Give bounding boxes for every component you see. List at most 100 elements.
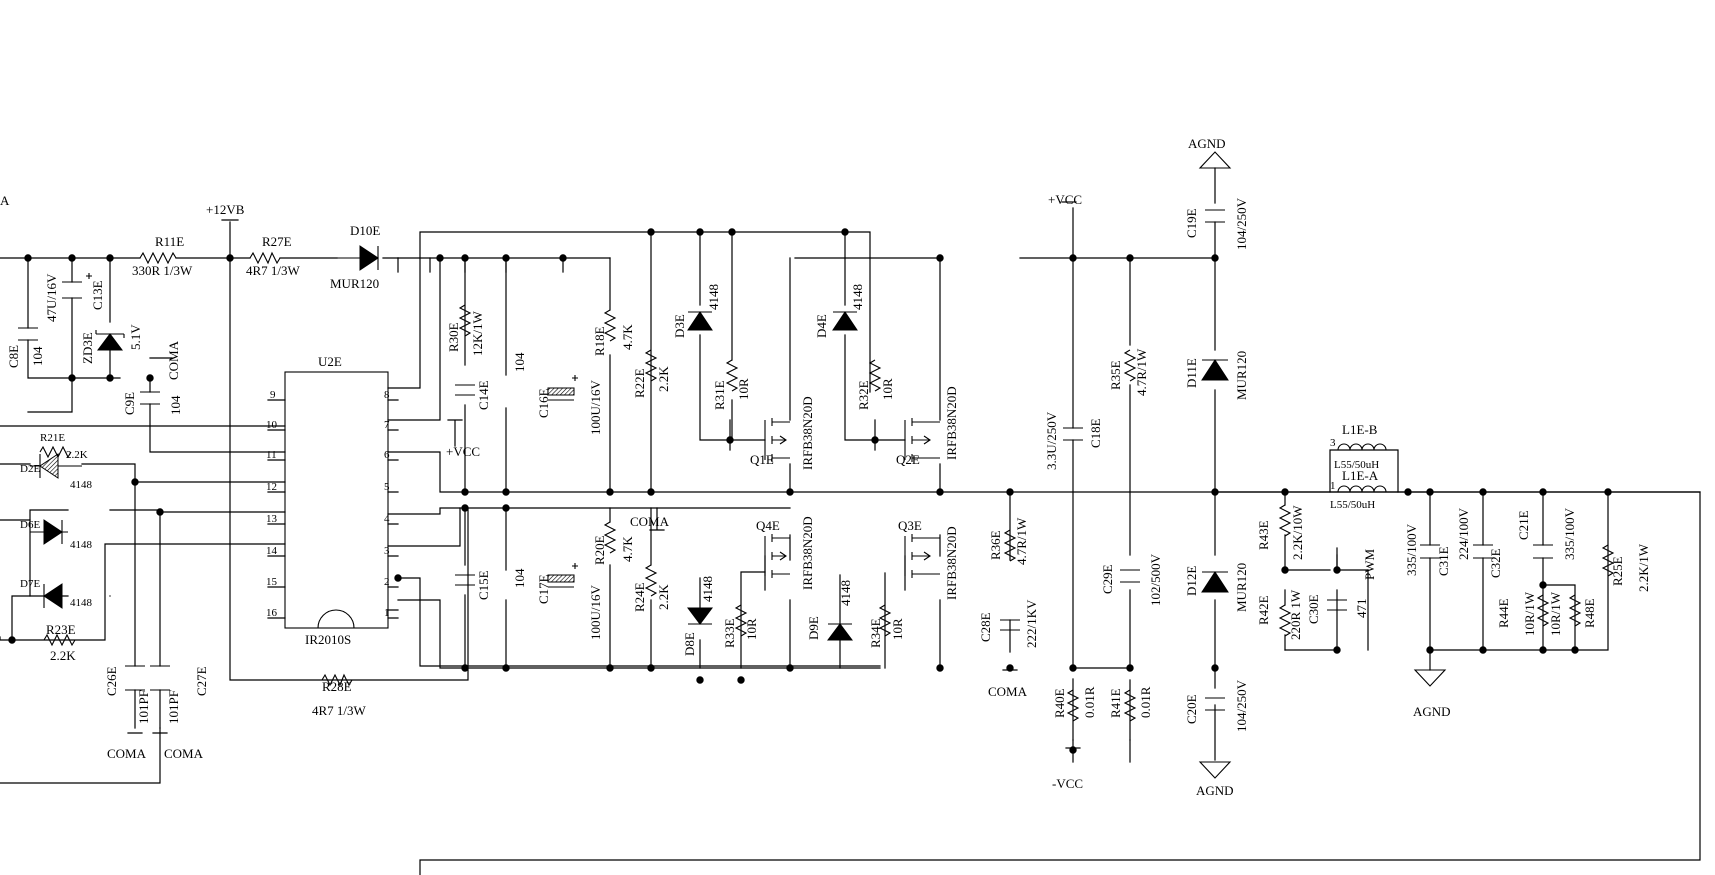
rail-pwm: PWM [1362,549,1377,581]
ref-r35e: R35E [1108,360,1123,390]
ref-c14e: C14E [476,380,491,410]
ref-r34e: R34E [868,618,883,648]
val-l1eb: L55/50uH [1334,459,1379,471]
ref-q1e: Q1E [750,452,774,467]
ref-r30e: R30E [446,322,461,352]
val-r40e: 0.01R [1082,686,1097,718]
val-c29e: 102/500V [1148,553,1163,606]
ic-pin-1: 1 [384,607,390,619]
val-r28e: 4R7 1/3W [312,703,367,718]
ref-c9e: C9E [122,392,137,415]
ref-c28e: C28E [978,612,993,642]
val-r22e: 2.2K [656,366,671,392]
ref-d9e: D9E [806,616,821,640]
val-r23e: 2.2K [50,648,76,663]
val-q3e: IRFB38N20D [944,526,959,600]
ref-q4e: Q4E [756,518,780,533]
val-d10e: MUR120 [330,276,379,291]
val-c19e: 104/250V [1234,197,1249,250]
ref-d11e: D11E [1184,358,1199,388]
ref-r43e: R43E [1256,520,1271,550]
val-r34e: 10R [890,618,905,640]
ic-pin-3: 3 [384,545,390,557]
ic-pin-6: 6 [384,449,390,461]
ref-r27e: R27E [262,234,292,249]
val-c15e: 104 [512,568,527,588]
ref-r42e: R42E [1256,595,1271,625]
val-c26e: 101PF [136,690,151,724]
ref-d10e: D10E [350,223,380,238]
ic-u2e: U2E IR2010S 9 10 11 12 13 14 15 16 8 7 6… [266,354,399,647]
rail-coma-c27: COMA [164,746,204,761]
val-q1e: IRFB38N20D [800,396,815,470]
rail-vcc-top: +VCC [1048,192,1082,207]
val-d12e: MUR120 [1234,563,1249,612]
ic-pin-13: 13 [266,513,278,525]
ref-c30e: C30E [1306,594,1321,624]
ic-pin-2: 2 [384,576,390,588]
val-r21e: 2.2K [66,449,88,461]
rail-agnd-filter: AGND [1413,704,1451,719]
ic-pin-15: 15 [266,576,278,588]
val-c14e: 104 [512,352,527,372]
ref-r20e: R20E [592,535,607,565]
val-c32e: 224/100V [1456,507,1471,560]
val-c17e: 100U/16V [588,585,603,641]
ic-pin-10: 10 [266,419,278,431]
wires [0,167,1701,875]
ic-ref: U2E [318,354,342,369]
ref-d8e: D8E [682,632,697,656]
ref-q2e: Q2E [896,452,920,467]
val-r48e: 10R/1W [1548,591,1563,636]
ref-c27e: C27E [194,666,209,696]
val-c18e: 3.3U/250V [1044,411,1059,470]
ic-pin-5: 5 [384,481,390,493]
ic-part: IR2010S [305,632,351,647]
rail-vcc-driver: +VCC [446,444,480,459]
val-c21e: 335/100V [1562,507,1577,560]
ref-r25e: R25E [1610,556,1625,586]
val-r32e: 10R [880,378,895,400]
val-d3e: 4148 [706,284,721,310]
val-c13e: 47U/16V [44,273,59,322]
val-r33e: 10R [744,618,759,640]
ref-r48e: R48E [1582,598,1597,628]
ref-r23e: R23E [46,622,76,637]
ic-pin-11: 11 [266,449,277,461]
ref-r41e: R41E [1108,688,1123,718]
ref-d6e: D6E [20,519,40,531]
rail-agnd-top: AGND [1188,136,1226,151]
rail-vcc-bottom: -VCC [1052,776,1083,791]
val-c31e: 335/100V [1404,523,1419,576]
val-c27e: 101PF [166,690,181,724]
ic-pin-4: 4 [384,513,390,525]
val-d11e: MUR120 [1234,351,1249,400]
ref-q3e: Q3E [898,518,922,533]
val-r27e: 4R7 1/3W [246,263,301,278]
ref-c32e: C32E [1488,548,1503,578]
ref-d7e: D7E [20,578,40,590]
val-r11e: 330R 1/3W [132,263,193,278]
ref-d12e: D12E [1184,566,1199,596]
component-labels: R11E 330R 1/3W R27E 4R7 1/3W D10E MUR120… [6,197,1651,732]
ref-l1eb: L1E-B [1342,422,1378,437]
rail-coma-low: COMA [630,514,670,529]
val-l1ea: L55/50uH [1330,499,1375,511]
val-r42e: 220R 1W [1288,589,1303,640]
ref-r33e: R33E [722,618,737,648]
ref-d4e: D4E [814,314,829,338]
val-r36e: 4.7R/1W [1014,517,1029,565]
val-r41e: 0.01R [1138,686,1153,718]
ref-c17e: C17E [536,574,551,604]
val-c28e: 222/1KV [1024,599,1039,648]
ref-c29e: C29E [1100,564,1115,594]
ref-c13e: C13E [90,280,105,310]
val-c30e: 471 [1354,599,1369,619]
ref-d2e: D2E [20,463,40,475]
val-r18e: 4.7K [620,324,635,350]
ic-pin-8: 8 [384,389,390,401]
val-d7e: 4148 [70,597,93,609]
val-c20e: 104/250V [1234,679,1249,732]
ref-r36e: R36E [988,530,1003,560]
